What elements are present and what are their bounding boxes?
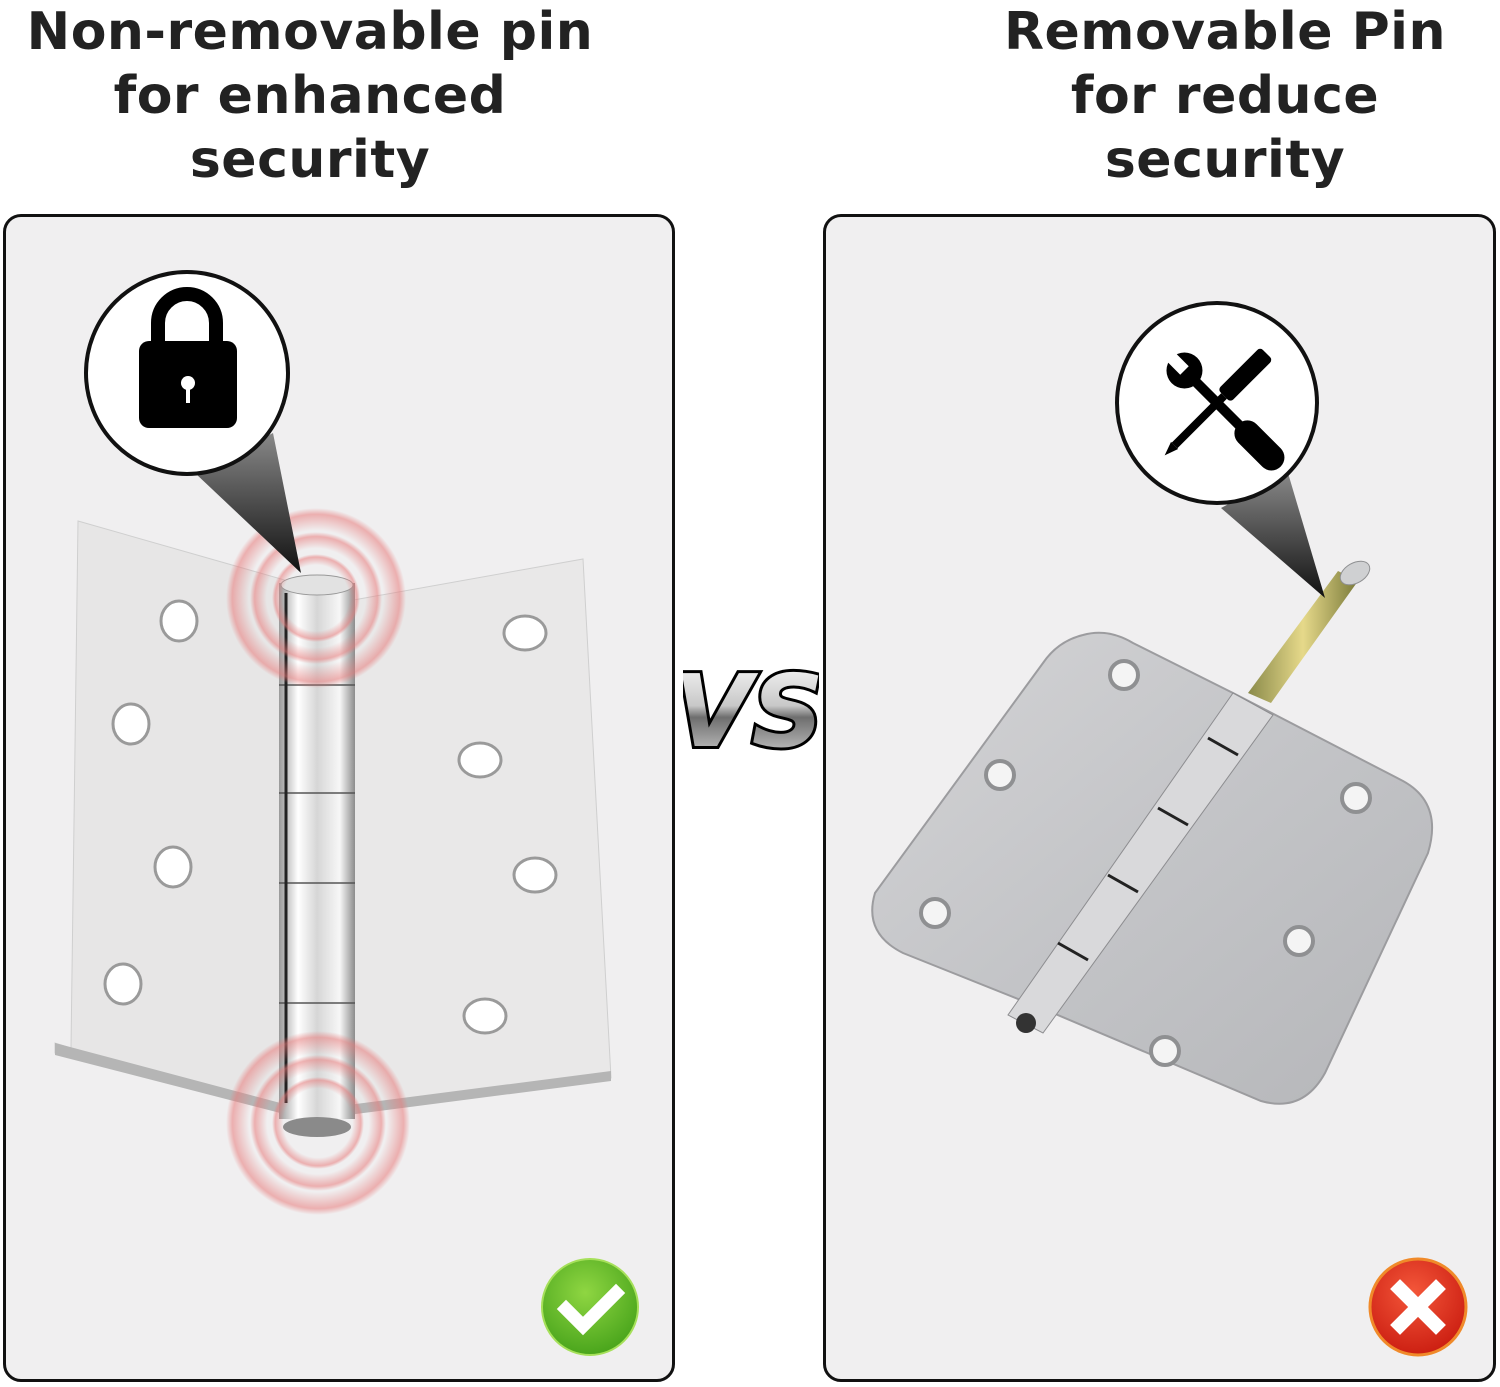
right-heading: Removable Pin for reduce security	[950, 0, 1500, 192]
removable-pin-panel	[823, 214, 1496, 1382]
removable-hinge-illustration	[871, 301, 1434, 1105]
check-badge	[540, 1257, 640, 1357]
lock-icon	[84, 270, 290, 476]
non-removable-pin-panel	[3, 214, 675, 1382]
non-removable-hinge-illustration	[54, 270, 612, 1215]
right-heading-line1: Removable Pin	[1003, 2, 1447, 62]
cross-icon	[1368, 1257, 1468, 1357]
vs-emblem: VS	[683, 648, 819, 764]
cross-badge	[1368, 1257, 1468, 1357]
left-heading-line2: for enhanced security	[113, 66, 507, 190]
vs-label: VS	[683, 653, 819, 764]
right-heading-line2: for reduce security	[1070, 66, 1380, 190]
left-heading-line1: Non-removable pin	[26, 2, 594, 62]
wrench-screwdriver-icon	[1115, 301, 1319, 505]
check-icon	[541, 1258, 639, 1356]
left-heading: Non-removable pin for enhanced security	[0, 0, 620, 192]
